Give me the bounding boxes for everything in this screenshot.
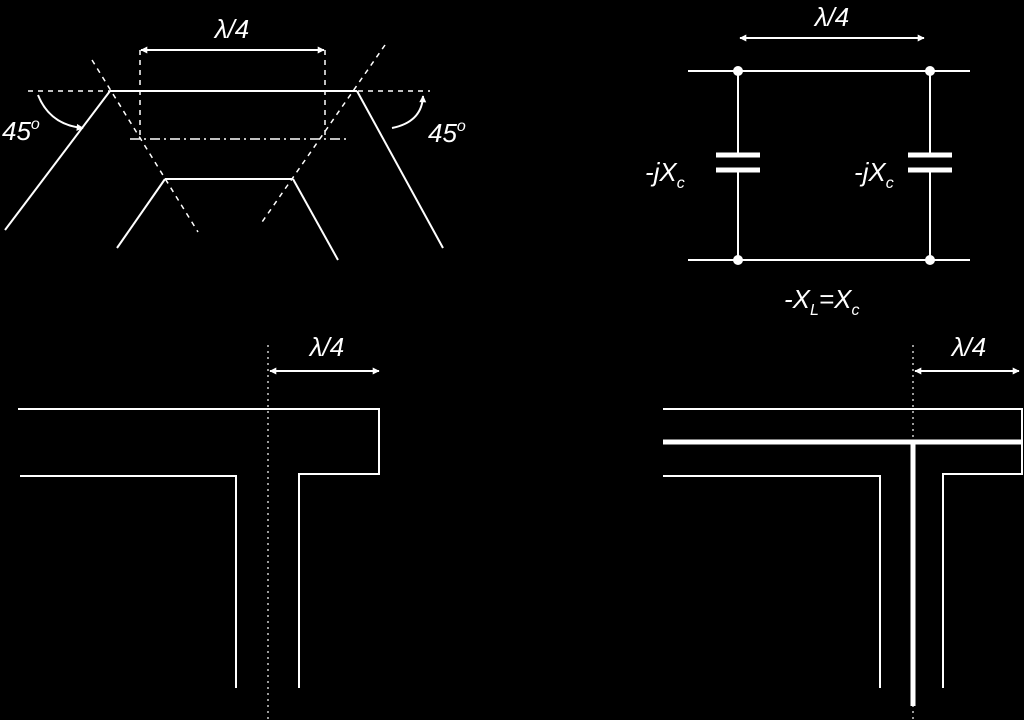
equiv-stub-length-label: λ/4 xyxy=(950,332,986,362)
t-junction-diagram: λ/4 xyxy=(18,332,380,720)
stub-length-label: λ/4 xyxy=(308,332,344,362)
equivalent-circuit-diagram: λ/4 -jXc -jXc -XL=Xc xyxy=(645,2,970,319)
spacing-label: λ/4 xyxy=(213,14,249,44)
angle-label-right: 45o xyxy=(428,118,466,148)
node-bottom-right xyxy=(925,255,935,265)
miter-line-right xyxy=(259,44,386,226)
reactance-relation-label: -XL=Xc xyxy=(784,284,859,319)
angle-arrow-right xyxy=(391,95,427,129)
t-junction-equivalent-diagram: λ/4 xyxy=(663,332,1023,720)
node-bottom-left xyxy=(733,255,743,265)
inner-right-edge xyxy=(292,178,339,261)
angle-label-left: 45o xyxy=(2,116,40,146)
node-top-right xyxy=(925,66,935,76)
angle-arrow-left xyxy=(37,94,84,131)
right-cap-label: -jXc xyxy=(854,157,894,192)
left-cap-label: -jXc xyxy=(645,157,685,192)
inner-left-edge xyxy=(116,178,166,249)
mitered-bend-diagram: λ/4 45o 45o xyxy=(2,14,466,261)
t-junction-outline-main xyxy=(18,408,380,688)
equiv-outline-branch xyxy=(663,475,881,688)
outer-left-edge xyxy=(4,90,111,231)
circuit-spacing-label: λ/4 xyxy=(813,2,849,32)
t-junction-outline-branch xyxy=(20,475,237,688)
outer-right-edge xyxy=(356,90,444,249)
miter-line-left xyxy=(91,59,199,233)
node-top-left xyxy=(733,66,743,76)
equiv-outline-main xyxy=(663,408,1023,688)
